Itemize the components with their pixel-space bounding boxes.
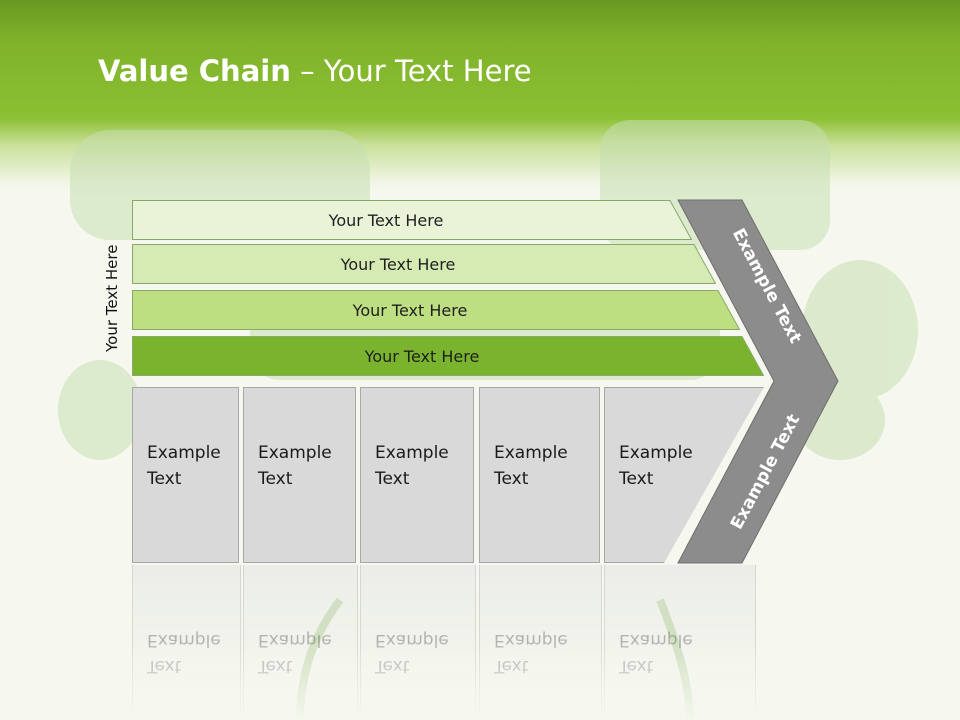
row-label: Your Text Here xyxy=(364,346,480,366)
bottom-fade xyxy=(0,640,960,720)
row-1: Your Text Here xyxy=(132,200,692,240)
row-4: Your Text Here xyxy=(132,336,764,376)
slide-title: Value Chain – Your Text Here xyxy=(98,54,532,88)
row-label: Your Text Here xyxy=(328,210,444,230)
row-label: Your Text Here xyxy=(340,254,456,274)
row-3: Your Text Here xyxy=(132,290,740,330)
row-2: Your Text Here xyxy=(132,244,716,284)
row-label: Your Text Here xyxy=(352,300,468,320)
